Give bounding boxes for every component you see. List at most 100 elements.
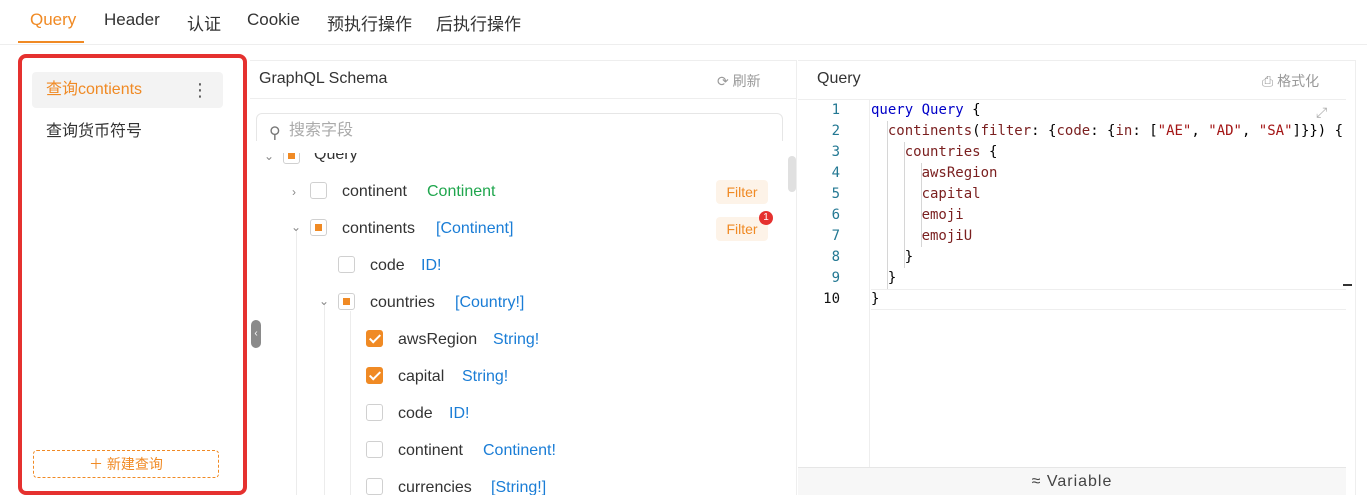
code-line-2: continents(filter: {code: {in: ["AE", "A… (887, 123, 1344, 139)
code-line-3: countries { (904, 144, 998, 160)
checkbox[interactable] (366, 478, 383, 495)
line-number: 9 (831, 270, 840, 286)
checkbox[interactable] (366, 441, 383, 458)
tree-guide (350, 311, 351, 495)
field-name: code (370, 257, 405, 274)
current-line-highlight (871, 289, 1346, 310)
query-item-label: 查询货币符号 (46, 123, 143, 140)
line-number: 7 (831, 228, 840, 244)
schema-title: GraphQL Schema (259, 70, 388, 87)
code-line-4: awsRegion (921, 165, 998, 181)
checkbox[interactable] (338, 256, 355, 273)
line-number: 4 (831, 165, 840, 181)
tree-row[interactable]: currencies [String!] (250, 473, 790, 495)
code-line-7: emojiU (921, 228, 973, 244)
field-type: String! (462, 368, 509, 385)
checkbox[interactable] (366, 404, 383, 421)
tree-row-root[interactable]: ⌄ Query (250, 141, 790, 169)
tab-query[interactable]: Query (30, 10, 77, 29)
tab-post-script[interactable]: 后执行操作 (436, 15, 521, 34)
field-name: currencies (398, 479, 472, 495)
active-tab-indicator (18, 41, 84, 43)
tab-pre-script[interactable]: 预执行操作 (327, 15, 412, 34)
search-icon: ⚲ (269, 125, 281, 142)
line-number: 2 (831, 123, 840, 139)
query-item-contients[interactable]: 查询contients ⋮ (32, 72, 223, 108)
tree-row[interactable]: › continent Continent Filter (250, 177, 790, 207)
code-line-10: } (871, 291, 880, 307)
line-number: 3 (831, 144, 840, 160)
top-tabs: Query Header 认证 Cookie 预执行操作 后执行操作 (0, 0, 1367, 45)
tab-header[interactable]: Header (104, 10, 160, 29)
tree-row[interactable]: code ID! (250, 399, 790, 429)
tree-row[interactable]: code ID! (250, 251, 790, 281)
chevron-down-icon[interactable]: ⌄ (291, 220, 302, 234)
line-number: 1 (831, 102, 840, 118)
field-name: code (398, 405, 433, 422)
line-number: 8 (831, 249, 840, 265)
tree-row[interactable]: capital String! (250, 362, 790, 392)
field-type: ID! (449, 405, 470, 422)
refresh-button[interactable]: ⟳ 刷新 (717, 73, 761, 89)
field-name: continents (342, 220, 415, 237)
checkbox[interactable] (366, 367, 383, 384)
field-type: Continent! (483, 442, 556, 459)
query-list-panel: 查询contients ⋮ 查询货币符号 ＋ 新建查询 ‹ (18, 54, 261, 495)
search-input[interactable] (289, 120, 769, 142)
expand-icon[interactable]: ⤢ (1316, 104, 1328, 120)
divider (250, 98, 796, 99)
checkbox[interactable] (310, 219, 327, 236)
indent-guide (921, 163, 922, 247)
code-line-6: emoji (921, 207, 964, 223)
chevron-right-icon[interactable]: › (292, 185, 296, 199)
collapse-handle-icon[interactable]: ‹ (251, 320, 261, 348)
tree-row[interactable]: ⌄ countries [Country!] (250, 288, 790, 318)
chevron-down-icon[interactable]: ⌄ (319, 294, 330, 308)
field-name: capital (398, 368, 445, 385)
tab-cookie[interactable]: Cookie (247, 10, 300, 29)
tree-row[interactable]: ⌄ continents [Continent] Filter 1 (250, 211, 790, 244)
format-button[interactable]: ⎙ 格式化 (1262, 73, 1320, 89)
tree-guide (324, 305, 325, 495)
tree-guide (296, 231, 297, 495)
field-type: [Continent] (436, 220, 514, 237)
query-editor-panel: Query ⎙ 格式化 1 2 3 4 5 6 7 8 9 10 query Q… (798, 60, 1356, 495)
scrollbar[interactable] (788, 156, 796, 192)
indent-guide (904, 142, 905, 268)
field-name: continent (342, 183, 407, 200)
new-query-button[interactable]: ＋ 新建查询 (33, 450, 219, 478)
field-name: awsRegion (398, 331, 478, 348)
tree-row[interactable]: continent Continent! (250, 436, 790, 466)
tab-auth[interactable]: 认证 (187, 15, 221, 34)
field-name: continent (398, 442, 463, 459)
field-type: String! (493, 331, 540, 348)
field-type: Continent (427, 183, 496, 200)
scroll-marker (1343, 284, 1352, 286)
line-number: 5 (831, 186, 840, 202)
field-name: countries (370, 294, 435, 311)
field-type: [Country!] (455, 294, 525, 311)
code-line-8: } (871, 249, 914, 265)
code-line-1: query Query { (871, 102, 981, 118)
more-icon[interactable]: ⋮ (191, 80, 209, 100)
code-editor[interactable]: 1 2 3 4 5 6 7 8 9 10 query Query { conti… (798, 99, 1352, 468)
variable-toggle[interactable]: ≈ Variable (798, 467, 1346, 495)
query-panel-title: Query (817, 70, 861, 87)
code-line-5: capital (921, 186, 981, 202)
checkbox[interactable] (366, 330, 383, 347)
field-type: [String!] (491, 479, 547, 495)
indent-guide (887, 121, 888, 289)
query-item-label: 查询contients (46, 81, 143, 98)
filter-button[interactable]: Filter (716, 180, 768, 204)
checkbox[interactable] (338, 293, 355, 310)
filter-count-badge: 1 (759, 211, 773, 225)
line-number: 10 (823, 291, 840, 307)
tree-row[interactable]: awsRegion String! (250, 325, 790, 355)
field-type: ID! (421, 257, 442, 274)
line-number: 6 (831, 207, 840, 223)
code-line-9: } (871, 270, 897, 286)
checkbox[interactable] (310, 182, 327, 199)
chevron-down-icon[interactable]: ⌄ (264, 149, 275, 163)
schema-panel: GraphQL Schema ⟳ 刷新 ⚲ ⌄ Query › continen… (250, 60, 797, 495)
query-item-currency[interactable]: 查询货币符号 (32, 114, 223, 150)
